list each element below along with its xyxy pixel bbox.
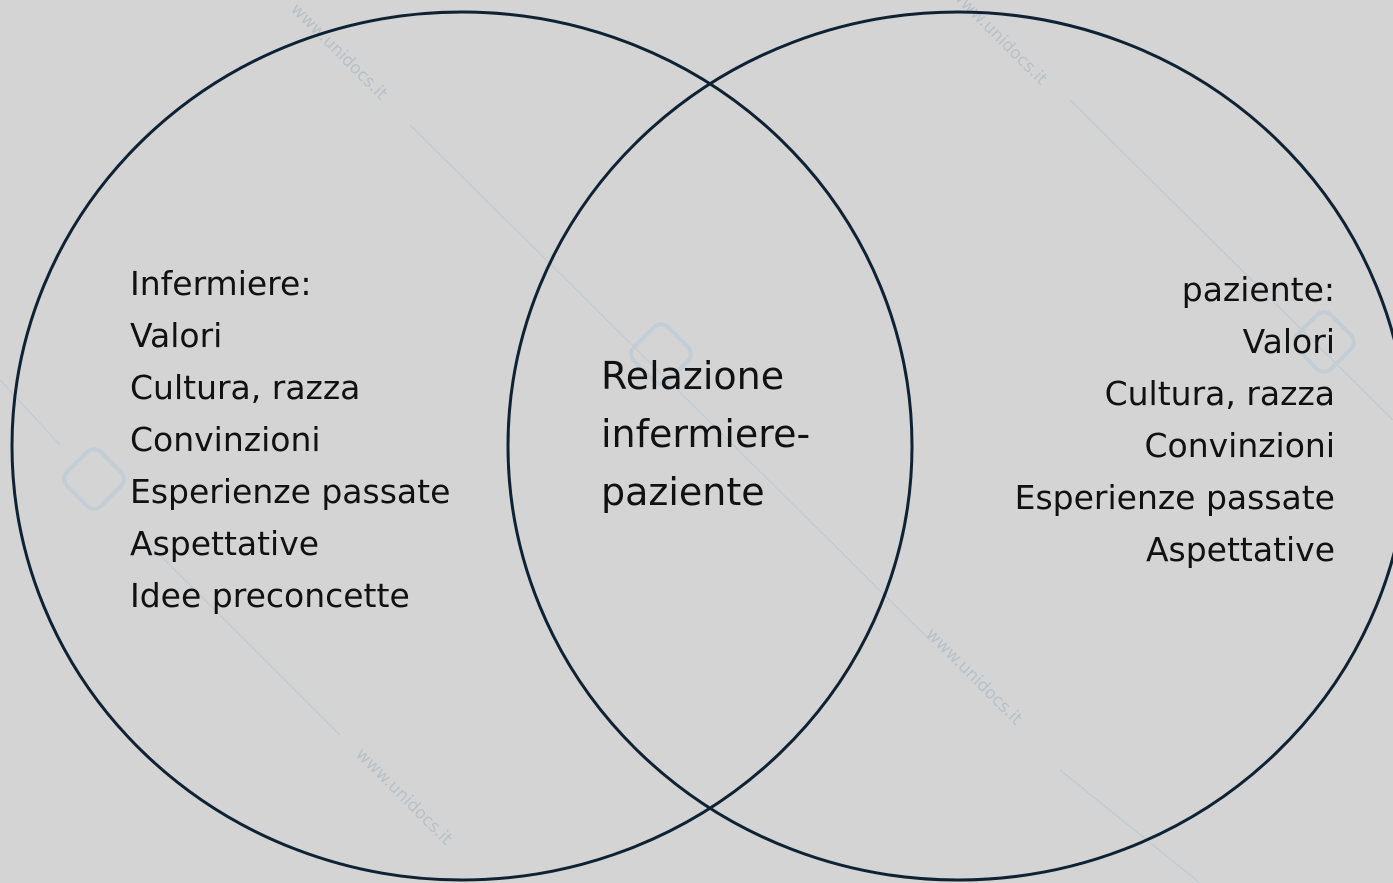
watermark-logo-icon — [62, 310, 1356, 511]
right-circle-item: Aspettative — [1145, 530, 1335, 569]
left-circle — [10, 10, 914, 882]
watermark-lines — [0, 99, 1393, 883]
right-circle — [506, 10, 1393, 882]
watermark-text: www.unidocs.it — [351, 744, 456, 849]
left-circle-list: Infermiere: Valori Cultura, razza Convin… — [130, 258, 450, 622]
left-circle-item: Convinzioni — [130, 420, 321, 459]
right-circle-item: Convinzioni — [1144, 426, 1335, 465]
watermark-text: www.unidocs.it — [921, 624, 1026, 729]
left-circle-item: Valori — [130, 316, 223, 355]
right-circle-list: paziente: Valori Cultura, razza Convinzi… — [1015, 264, 1335, 576]
intersection-line: paziente — [601, 470, 765, 514]
right-circle-item: Esperienze passate — [1014, 478, 1335, 517]
right-circle-item: Valori — [1242, 322, 1335, 361]
intersection-line: Relazione — [601, 354, 785, 398]
right-circle-heading: paziente: — [1181, 270, 1335, 309]
left-circle-item: Aspettative — [130, 524, 320, 563]
intersection-line: infermiere- — [601, 412, 811, 456]
left-circle-item: Idee preconcette — [130, 576, 410, 615]
left-circle-heading: Infermiere: — [130, 264, 312, 303]
left-circle-item: Esperienze passate — [130, 472, 451, 511]
right-circle-item: Cultura, razza — [1104, 374, 1335, 413]
intersection-label: Relazione infermiere- paziente — [601, 347, 810, 521]
watermark-text: www.unidocs.it — [286, 0, 391, 104]
left-circle-item: Cultura, razza — [130, 368, 361, 407]
